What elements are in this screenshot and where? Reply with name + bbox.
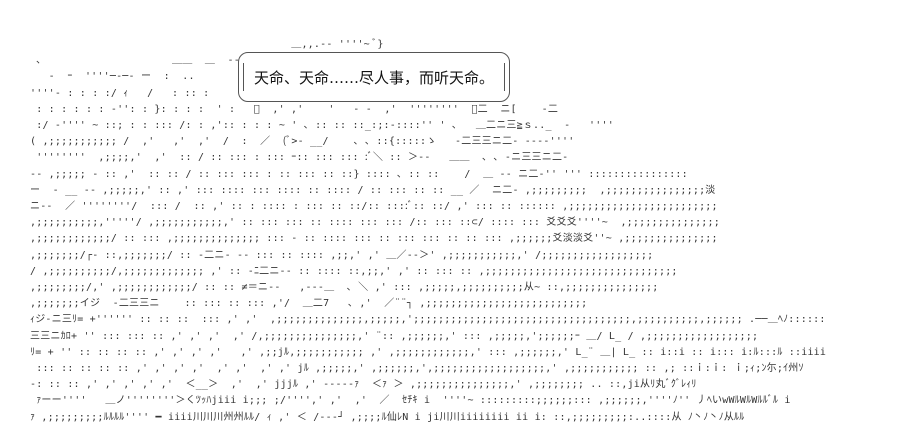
art-line: -: :: :: ,' ,' ,' ,' ,' ＜__＞ ,' ,' jjjﾙ …: [30, 379, 697, 391]
speech-bubble: 天命、天命……尽人事，而听天命。: [238, 52, 510, 102]
art-line: ::: :: :: :: :: ,' ,' ,' ,' ,' ,' ,' ,' …: [30, 363, 804, 374]
art-line: ,;;;;;;;;;;;;/ :: ::: ,;;;;;;;;;;;;;; ::…: [30, 233, 718, 245]
art-line: ｨジ‐ニ三ﾘ= +'''''' :: :: :: ::: ,' ,' ,;;;;…: [30, 314, 826, 326]
art-line: ,;;;;;;;/┌‐ ::,;;;;;;;/ :: ‐二ニ‐ ‐‐ ::: :…: [30, 249, 654, 261]
art-line: / ,;;;;;;;;;;/,;;;;;;;;;;;;; ,' :: ‐ﾆ二ニ‐…: [30, 265, 678, 277]
art-line: ＿,,.-‐ ''''~ ﾞ}: [30, 39, 384, 50]
art-line: ,;;;;;;;;/,' ,;;;;;;;;;;;;/ :: :: ≠＝ニ‐‐ …: [30, 282, 659, 293]
art-line: ,;;;;;;;;;;,'''''/ ,;;;;;;;;;;;,' :: :::…: [30, 217, 720, 229]
art-line: ‐‐ ,;;;;; ‐ :: ,' :: :: / :: ::: ::: : :…: [30, 168, 688, 180]
art-line: ﾘ= + '' :: :: :: :: ,' ,' ,' ,' ,' ,;;jﾙ…: [30, 346, 827, 358]
art-line: ( ,;;;;;;;;;;; / ,' ,' ,' / : ／ (ﾞ>- __/…: [30, 136, 575, 148]
art-line: ー ‐ __ ‐‐ ,;;;;;,' :: ,' ::: :::: ::: ::…: [30, 184, 716, 196]
art-line: :/ ‐'''' ~ ::; : : ::: /: : ,':: : : : ~…: [30, 120, 614, 131]
art-line: '''''''' ,;;;;,' ,' :: / :: ::: : ::: ｰ:…: [30, 152, 569, 164]
art-line: ｧ ,;;;;;;;;;ﾙﾙﾙﾙ'''' ━ iiii川川川州州ﾙﾙ/ ｨ ,'…: [30, 411, 745, 423]
speech-bubble-text: 天命、天命……尽人事，而听天命。: [253, 68, 494, 87]
art-line: ｧーー'''' ＿ノ''''''''＞くﾂｯﾊjiii i;;; ;/'''',…: [30, 395, 791, 407]
art-line: ニ‐‐ ／ ''''''''/ ::: / :: ,' :: : :::: : …: [30, 201, 718, 212]
art-line: : : : : : : ‐'': : }: : : : ' : ﾞ ,' ,' …: [30, 103, 559, 115]
art-line: 三三ニｶﾛ+ '' ::: ::: :: ,' ,' ,' ,' /,;;;;;…: [30, 330, 759, 342]
art-line: ,;;;;;;;イジ ‐二三三ニ :: ::: :: ::: ,'/ ＿二7 ､…: [30, 298, 588, 310]
